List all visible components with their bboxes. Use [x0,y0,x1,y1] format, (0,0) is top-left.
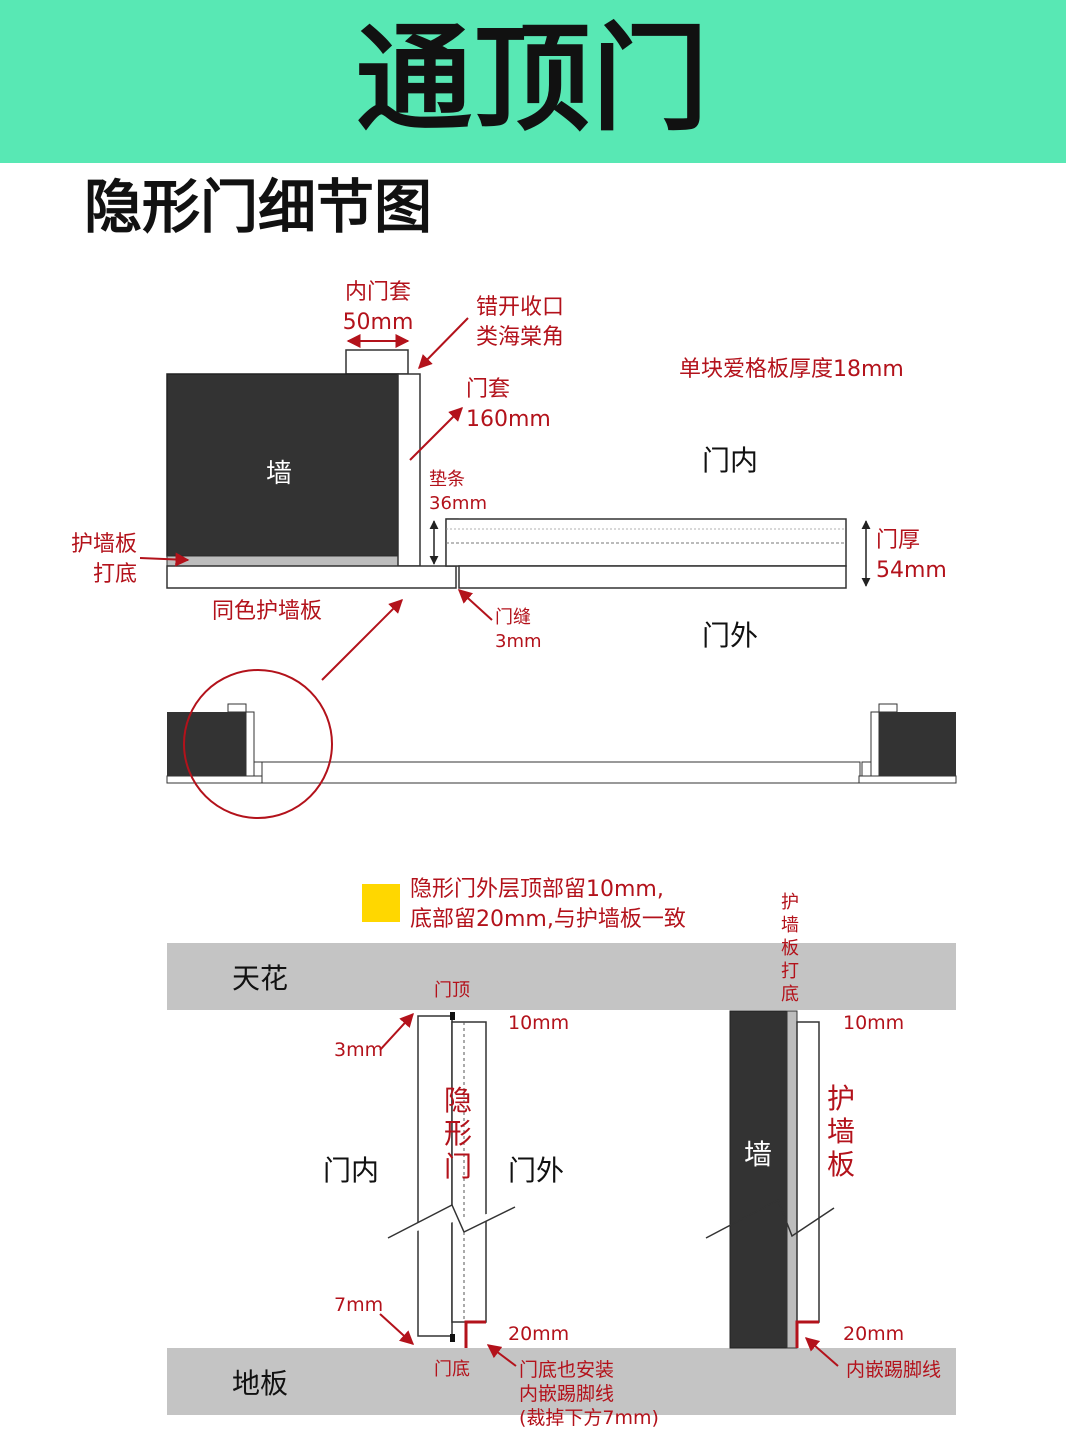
top-gap-left-label: 10mm [508,1012,569,1034]
wall-baseboard [795,1320,819,1348]
hidden-door-char-2: 形 [444,1117,472,1150]
door-gap-arrow [457,589,493,621]
door-gap-size: 3mm [495,631,542,652]
stagger-label-1: 错开收口 [476,295,564,320]
wall-base-char-2: 墙 [781,915,799,936]
ceiling-label: 天花 [232,962,288,995]
door-bottom-seal [450,1334,455,1342]
door-break-line [387,1203,516,1239]
section-wall-label: 墙 [744,1138,772,1171]
hidden-door-char-1: 隐 [444,1084,472,1117]
floor-label: 地板 [232,1367,288,1400]
casing-size: 160mm [466,407,551,432]
door-thickness-size: 54mm [876,558,947,583]
wall-base-char-3: 板 [781,938,799,959]
door-top-label: 门顶 [434,980,470,1001]
overview-left-casing-cap [227,703,247,713]
inner-casing-block [345,349,409,375]
stagger-arrow [418,317,469,369]
inner-casing-label: 内门套 [345,280,411,305]
floor-band [167,1348,956,1415]
door-outside-label: 门外 [702,619,758,652]
panel-thickness-note: 单块爱格板厚度18mm [679,357,904,382]
section-detail: 隐形门外层顶部留10mm, 底部留20mm,与护墙板一致 天花 地板 门顶 门底… [167,877,956,1429]
bottom-gap-right-label: 20mm [843,1323,904,1345]
section-wall [729,1010,788,1349]
wall-panel-base-label-2: 打底 [93,562,137,587]
door-gap-label: 门缝 [495,607,531,628]
note-marker-square [362,884,400,922]
plan-overview [166,669,957,819]
overview-left-panel [166,775,265,784]
casing-label: 门套 [466,377,510,402]
side-gap-label: 3mm [334,1039,383,1061]
door-top-seal [450,1012,455,1020]
wall-base-char-1: 护 [781,892,799,913]
door-bottom-label: 门底 [434,1359,470,1380]
overview-door-leaf [261,761,861,784]
bottom-gap-arrow [379,1313,415,1345]
same-color-panel [166,565,457,589]
overview-left-shim [253,761,263,777]
zoom-circle [183,669,333,819]
section-door-inside-label: 门内 [323,1154,379,1187]
hidden-door-outer-layer [451,1021,487,1323]
door-casing [397,373,421,567]
wall-panel-base-strip [166,555,399,567]
section-door-outside-label: 门外 [508,1154,564,1187]
plan-detail: 内门套 50mm 错开收口 类海棠角 单块爱格板厚度18mm 门套 160mm … [71,280,947,681]
section-wall-panel [796,1021,820,1323]
shim-label: 垫条 [429,469,465,490]
overview-right-casing-cap [878,703,898,713]
inner-casing-size: 50mm [343,310,414,335]
wall-panel-base-arrow [139,552,190,567]
door-bottom-note-2: 内嵌踢脚线 [519,1383,614,1405]
wall-panel-char-1: 护 [827,1082,855,1115]
overview-right-wall [879,712,956,776]
overview-right-shim [861,761,872,777]
casing-arrow [409,407,463,461]
wall-panel-base-label-1: 护墙板 [71,532,137,557]
note-line-1: 隐形门外层顶部留10mm, [410,877,664,902]
overview-right-casing [870,711,880,777]
same-color-panel-label: 同色护墙板 [212,599,322,624]
overview-left-wall [167,712,246,776]
baseboard-label: 内嵌踢脚线 [846,1359,941,1381]
diagram-subtitle: 隐形门细节图 [84,173,433,241]
wall-label: 墙 [266,459,292,489]
note-line-2: 底部留20mm,与护墙板一致 [410,907,686,932]
shim-size: 36mm [429,493,487,514]
top-gap-right-label: 10mm [843,1012,904,1034]
door-thickness-label: 门厚 [876,528,920,553]
zoom-callout-arrow [321,599,403,681]
stagger-label-2: 类海棠角 [476,325,564,350]
ceiling-band [167,943,956,1010]
door-outer-panel [458,565,847,589]
side-gap-arrow [379,1012,414,1051]
hidden-door-char-3: 门 [444,1150,472,1183]
door-baseboard [464,1320,486,1348]
wall-panel-char-3: 板 [827,1148,855,1181]
wall-base-char-5: 底 [781,984,799,1005]
wall-panel-char-2: 墙 [827,1115,855,1148]
bottom-gap-left-label: 7mm [334,1294,383,1316]
overview-left-casing [245,711,255,777]
door-bottom-note-1: 门底也安装 [519,1359,614,1381]
baseboard-arrow [804,1337,839,1367]
overview-right-panel [858,775,957,784]
page-title: 通顶门 [356,12,710,147]
door-bottom-note-arrow [486,1344,517,1367]
door-inside-label: 门内 [702,444,758,477]
title-banner: 通顶门 [0,0,1066,163]
section-wall-panel-base [786,1010,798,1349]
wall-base-char-4: 打 [781,961,799,982]
bottom-gap-mid-label: 20mm [508,1323,569,1345]
door-bottom-note-3: (裁掉下方7mm) [519,1407,659,1429]
wall-break-line [705,1198,835,1239]
wall-block [166,373,399,557]
